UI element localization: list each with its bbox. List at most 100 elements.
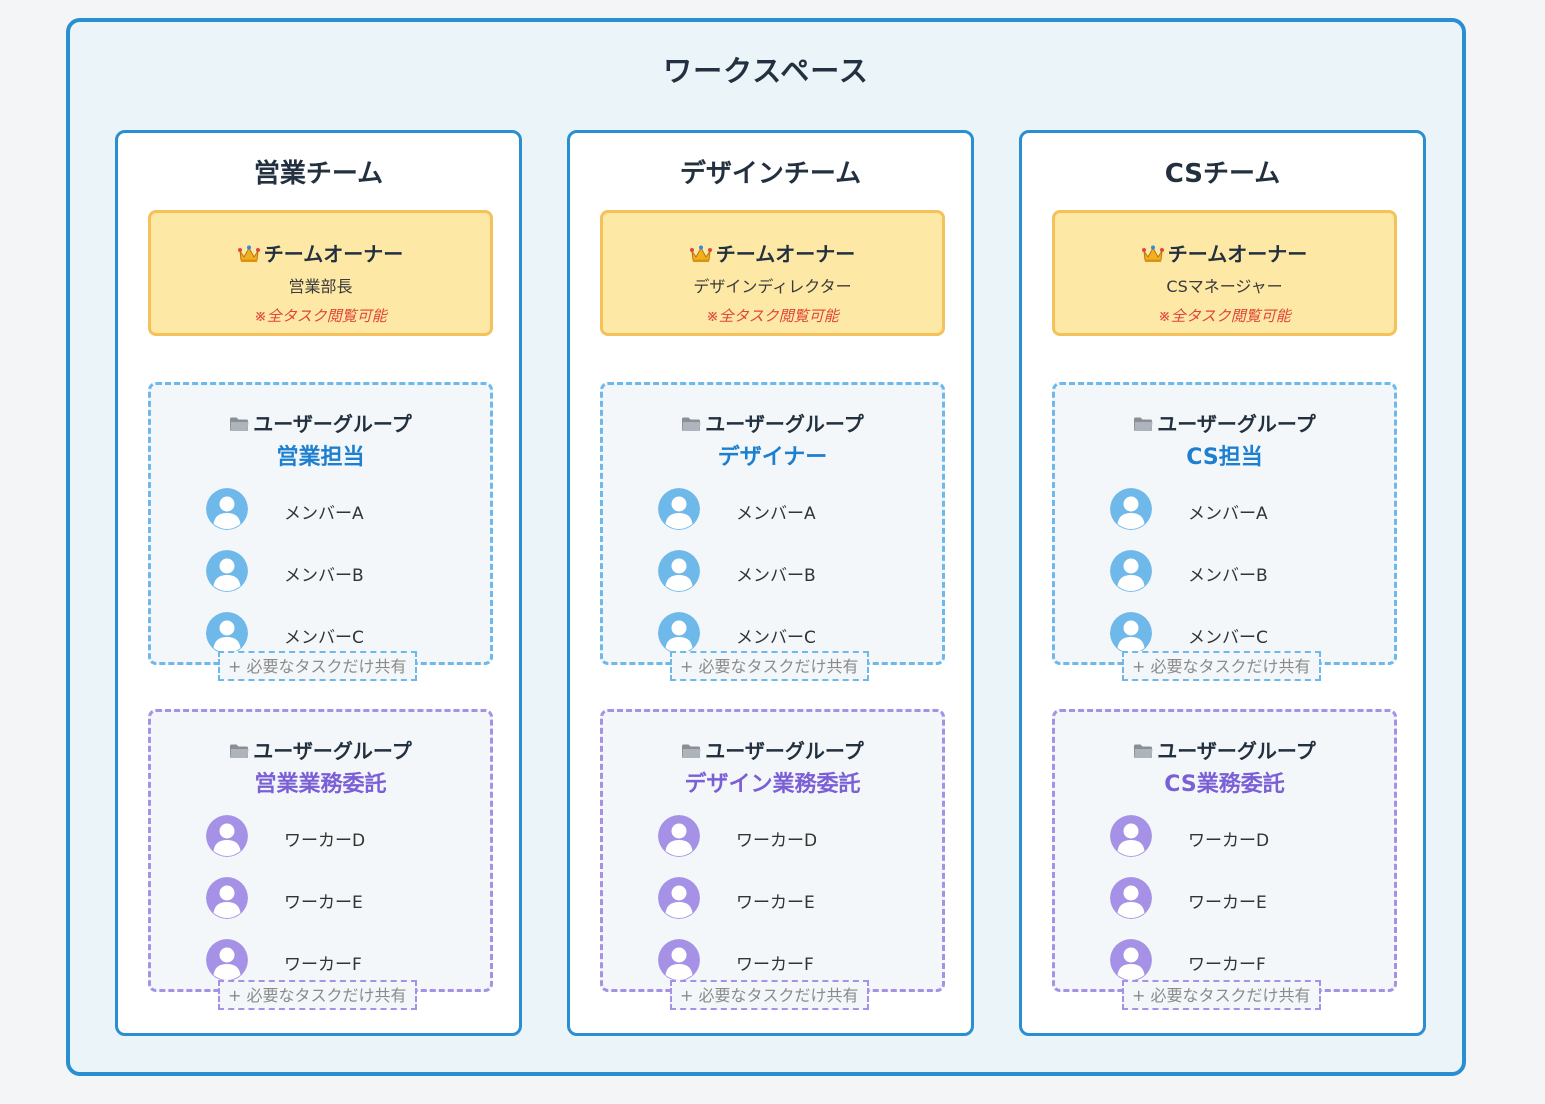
workspace-frame: ワークスペース 営業チームチームオーナー営業部長※全タスク閲覧可能ユーザーグルー… [66, 18, 1466, 1076]
share-tasks-note: + 必要なタスクだけ共有 [670, 980, 869, 1010]
member-row: ワーカーD [1110, 815, 1360, 859]
user-avatar-icon [1110, 612, 1152, 654]
team-card: デザインチームチームオーナーデザインディレクター※全タスク閲覧可能ユーザーグルー… [567, 130, 974, 1036]
folder-icon [681, 413, 701, 431]
group-label: ユーザーグループ [705, 412, 864, 436]
member-row: ワーカーF [206, 939, 456, 983]
member-name: ワーカーF [1188, 955, 1266, 975]
member-row: メンバーB [206, 550, 456, 594]
member-name: ワーカーF [736, 955, 814, 975]
share-tasks-note: + 必要なタスクだけ共有 [218, 980, 417, 1010]
crown-icon [1141, 244, 1164, 262]
member-name: メンバーC [736, 628, 816, 648]
member-name: ワーカーE [736, 893, 815, 913]
folder-icon [229, 740, 249, 758]
member-name: メンバーC [284, 628, 364, 648]
user-avatar-icon [658, 612, 700, 654]
group-label: ユーザーグループ [1157, 739, 1316, 763]
member-name: ワーカーD [1188, 831, 1270, 851]
crown-icon [689, 244, 712, 262]
team-title: CSチーム [1164, 159, 1281, 189]
user-avatar-icon [1110, 877, 1152, 919]
owner-role: CSマネージャー [1166, 277, 1283, 296]
member-name: メンバーC [1188, 628, 1268, 648]
member-name: ワーカーD [284, 831, 366, 851]
owner-note: ※全タスク閲覧可能 [1158, 307, 1291, 325]
member-row: メンバーB [658, 550, 908, 594]
group-name: 営業担当 [276, 445, 365, 470]
member-name: メンバーA [284, 504, 364, 524]
user-avatar-icon [658, 550, 700, 592]
member-row: ワーカーF [658, 939, 908, 983]
group-label-row: ユーザーグループ [151, 735, 490, 764]
owner-label: チームオーナー [715, 242, 856, 266]
group-name: CS担当 [1186, 445, 1263, 470]
user-avatar-icon [206, 939, 248, 981]
group-label: ユーザーグループ [1157, 412, 1316, 436]
member-name: メンバーA [736, 504, 816, 524]
team-card: 営業チームチームオーナー営業部長 ※全タスク閲覧可能ユーザーグループ 営業担当メンバ… [115, 130, 522, 1036]
member-name: メンバーB [1188, 566, 1268, 586]
member-row: メンバーC [658, 612, 908, 656]
user-avatar-icon [206, 488, 248, 530]
member-name: ワーカーF [284, 955, 362, 975]
owner-label-row: チームオーナー [1055, 238, 1394, 267]
owner-note: ※全タスク閲覧可能 [706, 307, 839, 325]
member-name: ワーカーE [284, 893, 363, 913]
member-name: ワーカーD [736, 831, 818, 851]
member-row: ワーカーF [1110, 939, 1360, 983]
group-label-row: ユーザーグループ [603, 408, 942, 437]
owner-note: ※全タスク閲覧可能 [254, 307, 387, 325]
member-row: メンバーB [1110, 550, 1360, 594]
folder-icon [1133, 413, 1153, 431]
group-label: ユーザーグループ [253, 739, 412, 763]
owner-role: 営業部長 [288, 277, 353, 296]
member-row: ワーカーE [206, 877, 456, 921]
owner-label: チームオーナー [1167, 242, 1308, 266]
group-label-row: ユーザーグループ [603, 735, 942, 764]
share-tasks-note: + 必要なタスクだけ共有 [670, 651, 869, 681]
user-avatar-icon [658, 939, 700, 981]
crown-icon [237, 244, 260, 262]
user-avatar-icon [1110, 939, 1152, 981]
member-row: ワーカーD [206, 815, 456, 859]
owner-label-row: チームオーナー [151, 238, 490, 267]
member-row: ワーカーD [658, 815, 908, 859]
group-label-row: ユーザーグループ [1055, 735, 1394, 764]
folder-icon [1133, 740, 1153, 758]
team-owner-card: チームオーナー CSマネージャー ※全タスク閲覧可能 [1052, 210, 1397, 336]
user-avatar-icon [206, 612, 248, 654]
group-name: デザイナー [717, 445, 828, 470]
team-title: 営業チーム [253, 159, 384, 189]
group-label-row: ユーザーグループ [1055, 408, 1394, 437]
team-owner-card: チームオーナー営業部長 ※全タスク閲覧可能 [148, 210, 493, 336]
team-card: CSチームチームオーナー CSマネージャー ※全タスク閲覧可能ユーザーグループ CS担… [1019, 130, 1426, 1036]
member-row: メンバーA [658, 488, 908, 532]
group-name: 営業業務委託 [254, 772, 387, 797]
member-row: ワーカーE [1110, 877, 1360, 921]
member-row: メンバーA [206, 488, 456, 532]
share-tasks-note: + 必要なタスクだけ共有 [1122, 651, 1321, 681]
share-tasks-note: + 必要なタスクだけ共有 [218, 651, 417, 681]
user-avatar-icon [658, 877, 700, 919]
owner-label: チームオーナー [263, 242, 404, 266]
member-name: メンバーB [736, 566, 816, 586]
member-name: メンバーB [284, 566, 364, 586]
member-row: メンバーC [206, 612, 456, 656]
user-avatar-icon [206, 815, 248, 857]
member-name: ワーカーE [1188, 893, 1267, 913]
user-avatar-icon [206, 877, 248, 919]
user-avatar-icon [658, 815, 700, 857]
user-group-box: ユーザーグループ営業業務委託ワーカーD ワーカーE ワーカーF + 必要なタスクだけ共… [148, 709, 493, 1010]
group-label: ユーザーグループ [705, 739, 864, 763]
member-row: メンバーC [1110, 612, 1360, 656]
team-owner-card: チームオーナーデザインディレクター※全タスク閲覧可能 [600, 210, 945, 336]
team-title: デザインチーム [679, 159, 862, 189]
group-name: CS業務委託 [1164, 772, 1285, 797]
member-row: ワーカーE [658, 877, 908, 921]
folder-icon [681, 740, 701, 758]
